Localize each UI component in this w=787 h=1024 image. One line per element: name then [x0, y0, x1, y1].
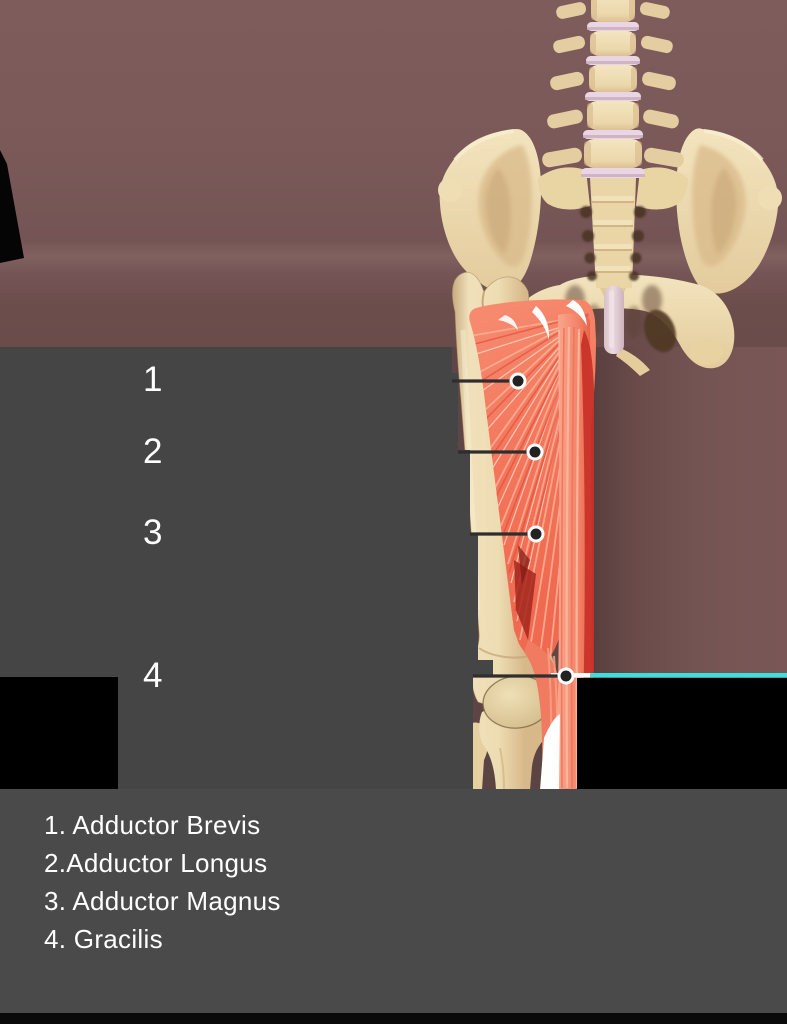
pelvis-lower-ring: [510, 274, 735, 376]
transverse-processes: [542, 2, 684, 168]
pointer-dot-2[interactable]: [526, 443, 544, 461]
bottom-black-bar: [0, 1013, 787, 1024]
adductor-hiatus-shadow: [514, 560, 536, 640]
origin-tendons: [498, 300, 587, 340]
pointer-label-3: 3: [143, 513, 163, 552]
pointer-dot-4[interactable]: [557, 667, 575, 685]
knee-tendon-white: [540, 714, 560, 790]
answer-list: 1. Adductor Brevis 2.Adductor Longus 3. …: [44, 806, 684, 958]
pointer-annotations: [452, 372, 787, 685]
pointer-dot-1[interactable]: [509, 372, 527, 390]
mask-panels: [0, 347, 787, 1024]
sacrum: [538, 167, 688, 306]
pelvis-right-wing: [676, 128, 782, 294]
answer-item-4: 4. Gracilis: [44, 924, 163, 954]
answer-item-1: 1. Adductor Brevis: [44, 810, 261, 840]
answer-item-2: 2.Adductor Longus: [44, 848, 268, 878]
skeleton-illustration: [438, 0, 782, 791]
pointer-label-1: 1: [143, 360, 163, 399]
pointer-dot-3[interactable]: [527, 525, 545, 543]
tibia: [479, 706, 553, 790]
muscle-group: [469, 299, 596, 790]
sacral-foramina: [580, 206, 646, 281]
pointer-label-4: 4: [143, 656, 163, 695]
lumbar-spine: [542, 0, 684, 178]
answers-panel: [0, 789, 787, 1013]
pointer-label-2: 2: [143, 432, 163, 471]
answer-item-3: 3. Adductor Magnus: [44, 886, 281, 916]
black-box-right: [577, 678, 787, 790]
label-mask-panel: [0, 347, 493, 790]
background-black-wedge: [0, 150, 24, 263]
highlight-line-cyan[interactable]: [590, 673, 787, 678]
pelvis-left-wing: [438, 129, 542, 292]
background-right-shadow: [586, 347, 787, 679]
black-box-left: [0, 677, 118, 789]
vertebral-bodies: [584, 0, 642, 168]
intervertebral-discs: [581, 22, 645, 178]
pubic-symphysis: [604, 286, 624, 354]
